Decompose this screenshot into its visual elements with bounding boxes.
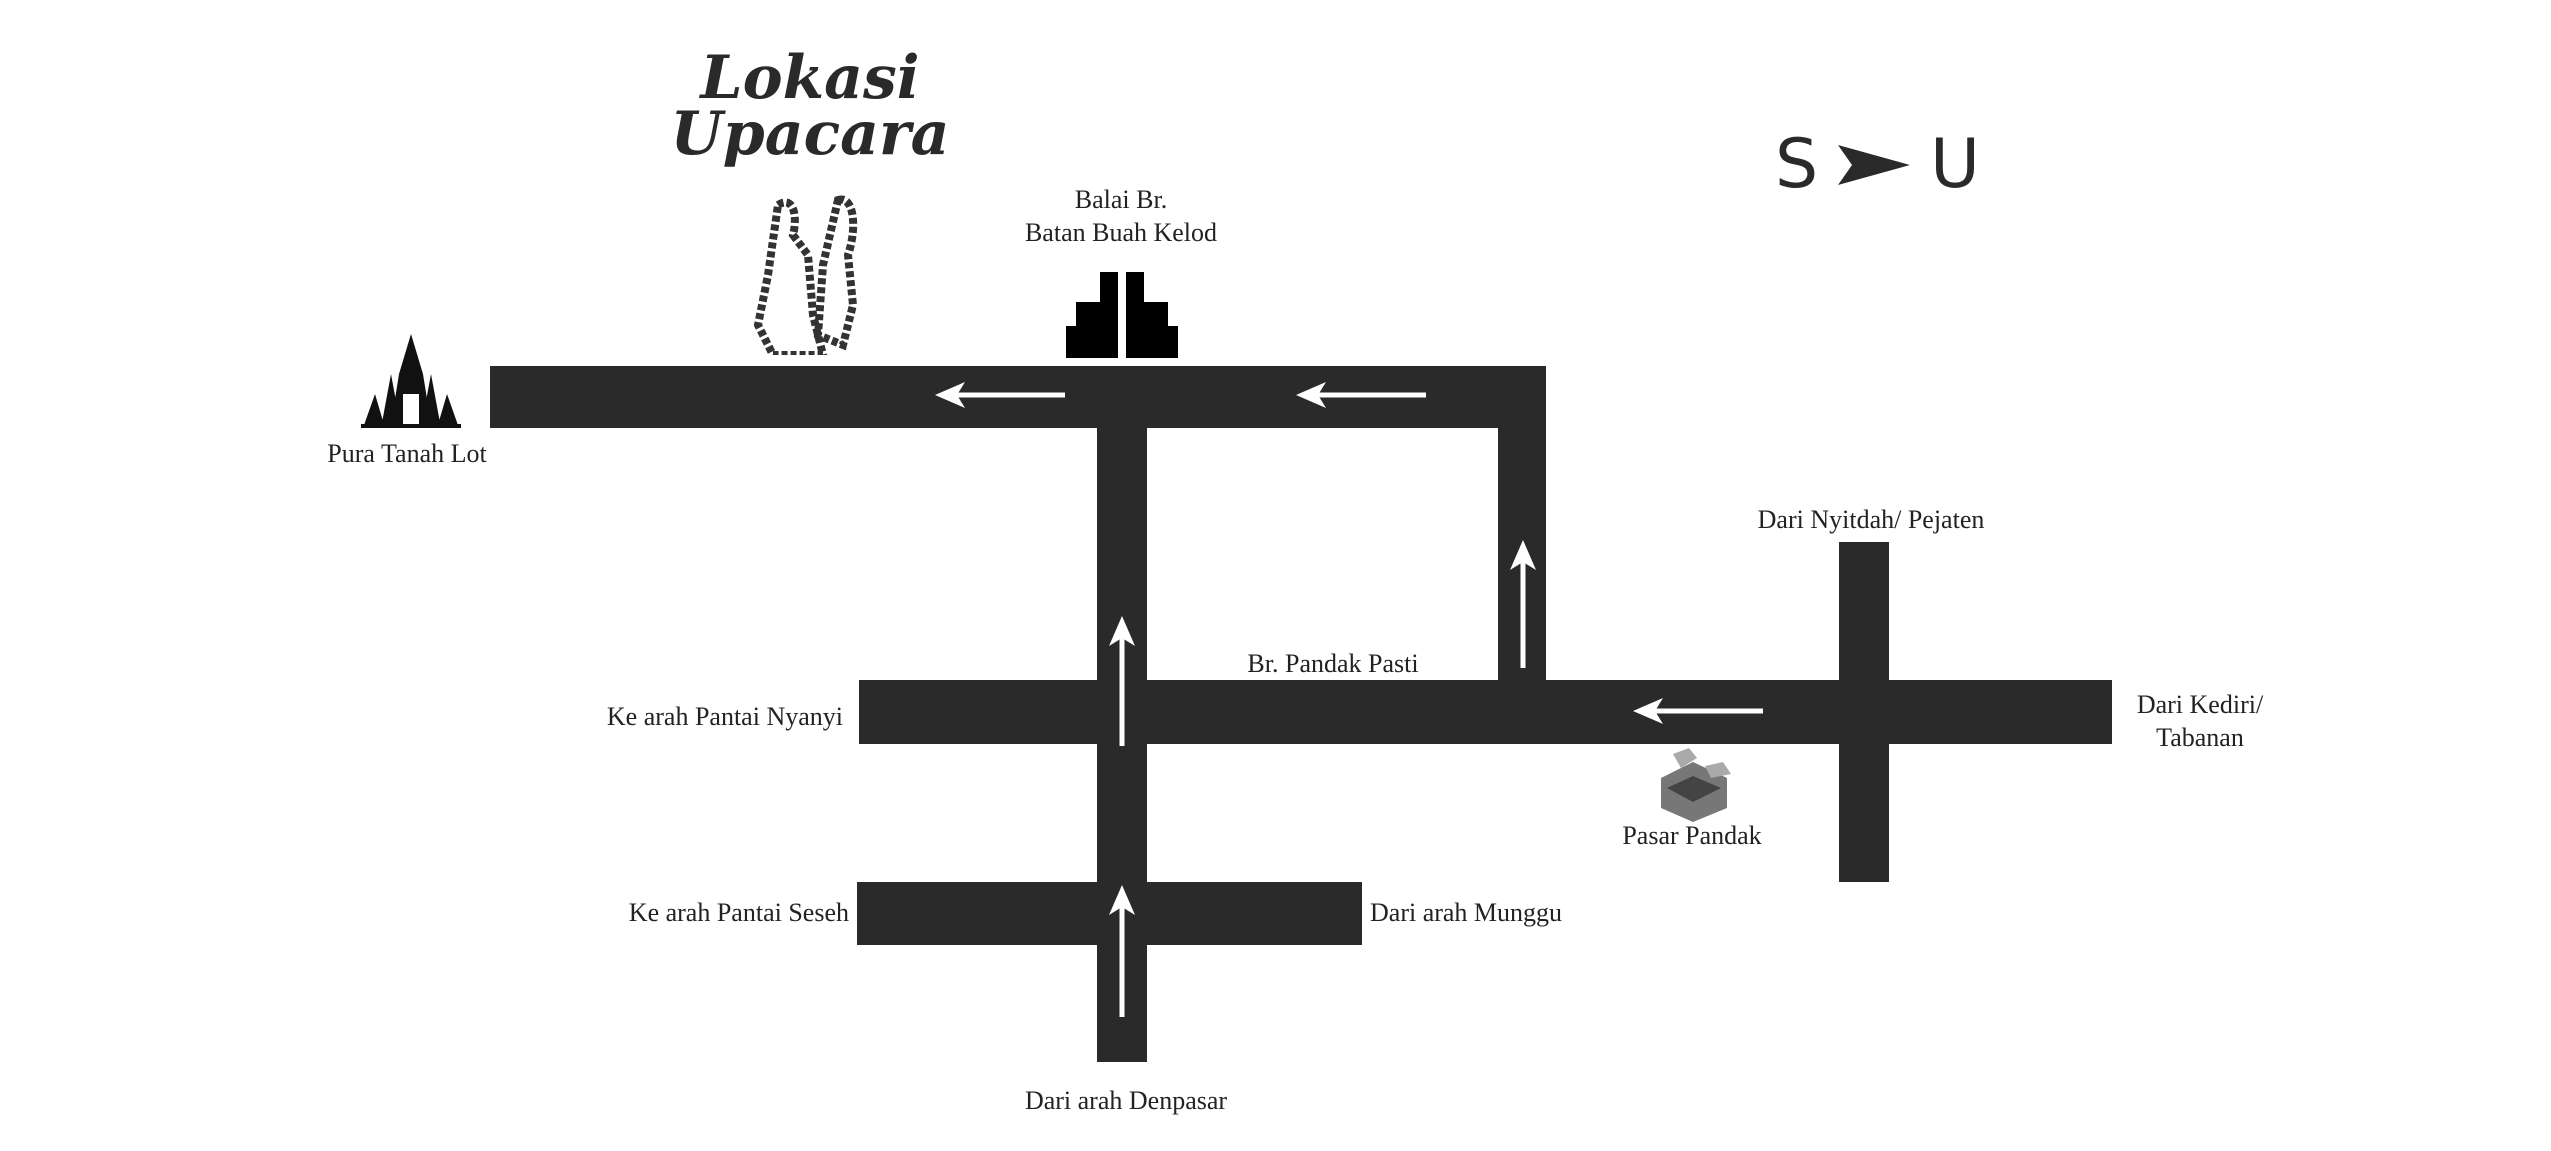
arrow-left-icon: [1296, 382, 1426, 408]
label-ke-pantai-nyanyi: Ke arah Pantai Nyanyi: [606, 702, 843, 731]
label-dari-kediri-line-2: Tabanan: [2156, 723, 2244, 752]
map-title: Lokasi Upacara: [670, 43, 950, 169]
dancer-figure-icon: [753, 195, 858, 355]
title-line-2: Upacara: [670, 99, 950, 169]
compass: S U: [1775, 125, 1980, 204]
label-ke-pantai-seseh: Ke arah Pantai Seseh: [628, 898, 849, 927]
arrow-left-icon: [935, 382, 1065, 408]
arrow-right-icon: [1838, 144, 1911, 185]
arrow-up-icon: [1109, 885, 1135, 1017]
label-dari-kediri-line-1: Dari Kediri/: [2136, 690, 2264, 719]
road-right-vertical: [1839, 542, 1889, 882]
compass-south: S: [1775, 125, 1819, 204]
label-dari-munggu: Dari arah Munggu: [1370, 898, 1563, 927]
label-balai-line-2: Batan Buah Kelod: [1024, 218, 1218, 247]
arrow-left-icon: [1633, 698, 1763, 724]
label-dari-nyitdah: Dari Nyitdah/ Pejaten: [1757, 505, 1985, 534]
arrow-up-icon: [1510, 540, 1536, 668]
road-bottom: [857, 882, 1362, 945]
title-line-1: Lokasi: [700, 43, 920, 113]
label-dari-denpasar: Dari arah Denpasar: [1024, 1086, 1228, 1115]
arrow-up-icon: [1109, 616, 1135, 746]
label-br-pandak-pasti: Br. Pandak Pasti: [1247, 649, 1419, 678]
balai-building-icon: [1066, 272, 1178, 358]
temple-icon: [361, 334, 461, 428]
label-balai-line-1: Balai Br.: [1074, 185, 1168, 214]
market-icon: [1661, 748, 1731, 822]
label-pura-tanah-lot: Pura Tanah Lot: [327, 439, 487, 468]
road-middle: [859, 680, 2112, 744]
label-pasar-pandak: Pasar Pandak: [1622, 821, 1762, 850]
compass-north: U: [1930, 125, 1980, 204]
